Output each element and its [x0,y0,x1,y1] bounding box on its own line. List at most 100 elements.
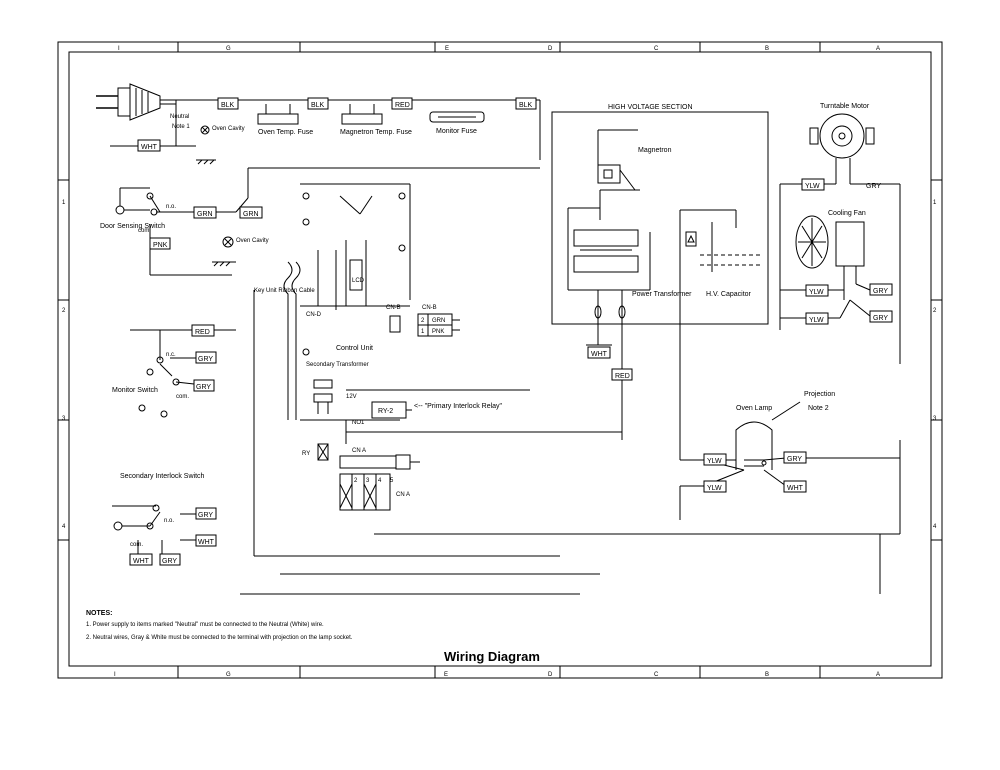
magnetron-symbol: Magnetron [597,129,672,191]
monitor-switch-label: Monitor Switch [112,387,158,394]
wire-tag-wht1-text: WHT [141,144,158,151]
primary-relay: RY-2 NO1 <-- "Primary Interlock Relay" [352,401,503,426]
wire-tag-red1 [391,97,413,110]
grid-letter-b2: G [226,672,231,678]
door-switch-no: n.o. [166,204,176,210]
notes-heading: NOTES: [86,610,112,617]
neutral-label: Neutral [170,114,189,120]
secondary-interlock-com: com. [130,542,143,548]
cn-a-pin-4: 4 [378,478,382,484]
grid-letter-5: C [654,46,659,52]
grid-letter-b4: D [548,672,553,678]
control-unit-label: Control Unit [336,345,373,352]
grid-letter-b1: I [114,672,116,678]
cn-a-pin-3: 3 [366,478,370,484]
ry1-label: RY [302,451,310,457]
wire-tag-grn2-text: GRN [243,211,259,218]
secondary-transformer: Secondary Transformer [302,348,369,414]
grid-number-2: 2 [62,308,66,314]
note2-label: Note 2 [808,405,829,412]
wire-tag-ylw3 [805,312,829,325]
hv-section-box [551,111,769,325]
cn-a-pin-5: 5 [390,478,394,484]
wire-tag-gry2-text: GRY [873,288,888,295]
oven-lamp: Oven Lamp Projection Note 2 [735,391,835,470]
wire-tag-gry3 [869,310,893,323]
wire-tag-ylw5-text: YLW [707,485,722,492]
wire-tag-grn2 [239,206,263,219]
wire-tag-red3 [395,454,411,470]
key-unit-label: Key Unit Ribbon Cable [254,288,315,294]
cn-b-label: CN-B [386,305,401,311]
cn-b2-label: CN-B [422,305,437,311]
wire-tag-red2-text: RED [615,373,630,380]
wire-tag-wht2-text: WHT [591,351,608,358]
wire-tag-gry8-text: GRY [787,456,802,463]
wire-tag-gry2 [869,283,893,296]
grid-letter-4: D [548,46,553,52]
note-item-1: 1. Power supply to items marked "Neutral… [86,622,324,628]
grid-letter-b3: E [444,672,448,678]
secondary-interlock-no: n.o. [164,518,174,524]
wire-tag-ylw2 [805,284,829,297]
turntable-motor: Turntable Motor [809,103,875,178]
cn-a2-label: CN A [396,492,410,498]
wire-tag-blk2 [307,97,329,110]
cooling-fan: Cooling Fan [795,210,866,284]
wire-tag-wht3 [195,534,217,547]
drawing-frame: I G E D C B A I G E D C B A 1 2 3 4 1 2 … [57,41,943,679]
power-transformer-label: Power Transformer [632,291,692,298]
wire-tag-gry3-text: GRY [873,315,888,322]
lcd-label: LCD [352,278,365,284]
cooling-fan-label: Cooling Fan [828,210,866,217]
wire-tag-gry5-text: GRY [196,384,211,391]
wire-tag-red2 [611,368,633,381]
control-unit: LCD Control Unit CN-D [300,183,411,352]
grid-letter-b5: C [654,672,659,678]
wire-tag-gry4-text: GRY [198,356,213,363]
hv-section-title: HIGH VOLTAGE SECTION [608,104,693,111]
monitor-fuse-label: Monitor Fuse [436,128,477,135]
hv-capacitor-label: H.V. Capacitor [706,291,752,298]
grid-letter-b6: B [765,672,769,678]
power-plug: Neutral Note 1 [96,83,190,130]
wire-tag-gry7 [159,553,181,566]
wire-tag-ylw1-text: YLW [805,183,820,190]
monitor-fuse: Monitor Fuse [429,111,485,135]
v12-label: 12V [346,394,357,400]
magnetron-label: Magnetron [638,147,672,154]
wire-tag-red-ms [191,324,215,337]
wire-tag-ylw4 [703,453,727,466]
oven-cavity-ground-2: Oven Cavity [212,236,269,267]
cn-a-connector: RY CN A 2 3 4 5 CN A [302,443,410,511]
wire-tag-gry1-text: GRY [866,183,881,190]
monitor-switch-com: com. [176,394,189,400]
grid-letter-b7: A [876,672,880,678]
wire-tag-ylw2-text: YLW [809,289,824,296]
grid-letter-1: I [118,46,120,52]
grid-number-r3: 3 [933,416,937,422]
cn-b-pin1: 1 [421,329,425,335]
cn-b-grn: GRN [432,318,445,324]
projection-label: Projection [804,391,835,398]
monitor-switch-nc: n.c. [166,352,176,358]
wire-tag-blk1 [217,97,239,110]
cn-b-pnk: PNK [432,329,444,335]
door-switch-com: com. [138,228,151,234]
grid-number-3: 3 [62,416,66,422]
cn-d-label: CN-D [306,312,322,318]
turntable-motor-label: Turntable Motor [820,103,870,110]
wire-tag-gry6 [195,507,217,520]
wire-tag-wht4-text: WHT [133,558,150,565]
wire-tag-ylw4-text: YLW [707,458,722,465]
secondary-interlock-label: Secondary Interlock Switch [120,473,205,480]
oven-cavity-label: Oven Cavity [212,126,245,132]
magnetron-temp-fuse-label: Magnetron Temp. Fuse [340,129,412,136]
wire-tag-pnk1-text: PNK [153,242,168,249]
grid-letter-3: E [445,46,449,52]
secondary-transformer-label: Secondary Transformer [306,362,369,368]
power-transformer-symbol: Power Transformer [567,190,692,298]
cn-b-pin2: 2 [421,318,425,324]
grid-number-1: 1 [62,200,66,206]
